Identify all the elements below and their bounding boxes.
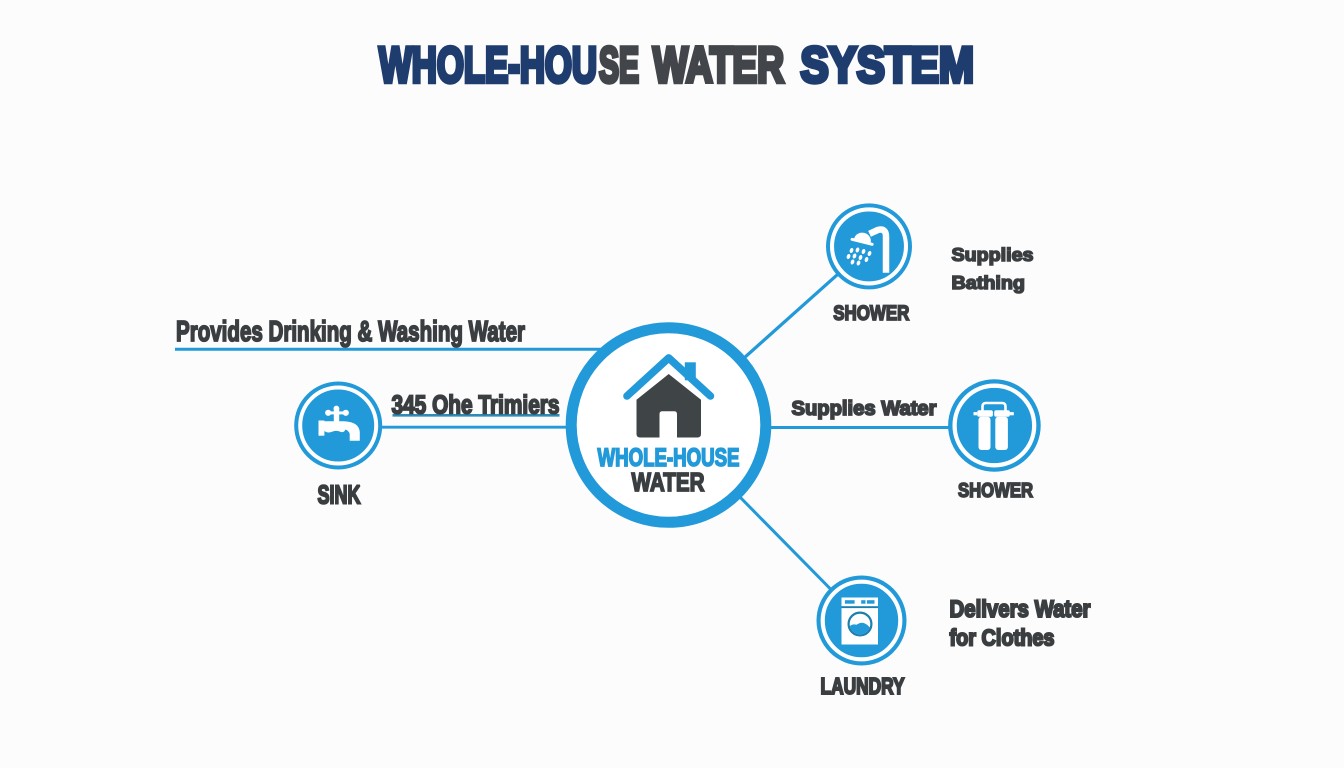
svg-text:SE: SE [599, 37, 639, 93]
svg-text:Supplies Water: Supplies Water [792, 398, 937, 420]
svg-text:Delivers Water: Delivers Water [950, 596, 1091, 623]
svg-text:WATER: WATER [653, 37, 784, 93]
svg-text:345 Ohe Trimiers: 345 Ohe Trimiers [392, 391, 560, 419]
svg-text:Provides Drinking & Washing Wa: Provides Drinking & Washing Water [176, 316, 525, 348]
svg-text:SHOWER: SHOWER [833, 301, 909, 325]
svg-text:Bathing: Bathing [952, 273, 1026, 293]
svg-text:WHOLE-HOUSE: WHOLE-HOUSE [598, 444, 740, 472]
svg-text:Supplies: Supplies [952, 245, 1034, 265]
svg-text:WHOLE-HOU: WHOLE-HOU [379, 37, 597, 93]
svg-text:for Clothes: for Clothes [950, 624, 1055, 650]
svg-text:WATER: WATER [632, 467, 705, 497]
svg-text:LAUNDRY: LAUNDRY [821, 673, 905, 699]
svg-text:SINK: SINK [318, 480, 361, 510]
svg-text:SYSTEM: SYSTEM [801, 37, 975, 93]
svg-text:SHOWER: SHOWER [958, 480, 1033, 502]
